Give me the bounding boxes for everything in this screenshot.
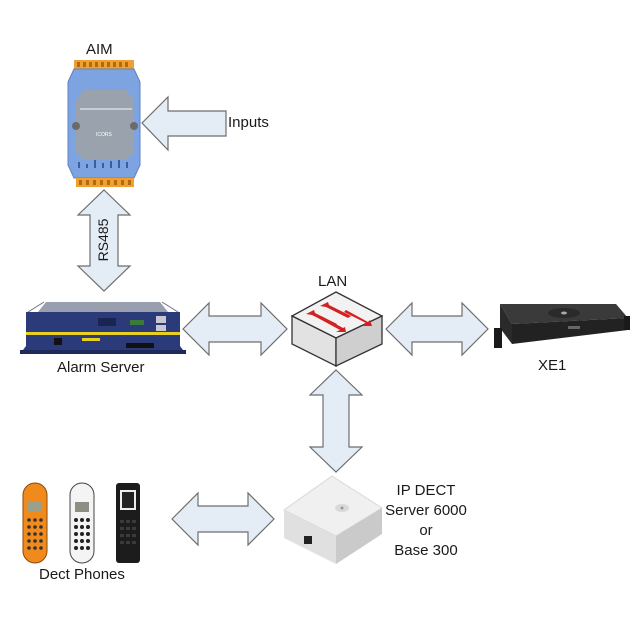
rs485-label: RS485	[95, 218, 111, 262]
ip-dect-label-line: Base 300	[394, 542, 458, 559]
server-lan-arrow	[182, 301, 288, 357]
alarm-server-label: Alarm Server	[57, 359, 145, 376]
lan-dect-arrow	[308, 369, 364, 473]
lan-xe1-arrow	[385, 301, 489, 357]
io-module-icon: ICORS	[67, 60, 141, 187]
ip-dect-label-line: IP DECT	[396, 482, 456, 499]
handset-icon	[22, 482, 140, 564]
inputs-arrow	[141, 95, 227, 152]
dect-base-station-icon	[283, 475, 383, 564]
ip-dect-label-line: Server 6000	[385, 502, 467, 519]
server-box-icon	[20, 301, 186, 354]
inputs-label: Inputs	[228, 114, 269, 131]
phones-dect-arrow	[171, 491, 275, 547]
rack-appliance-icon	[494, 304, 630, 348]
aim-label: AIM	[86, 41, 113, 58]
dect-phones-label: Dect Phones	[39, 566, 125, 583]
xe1-label: XE1	[538, 357, 567, 374]
rs485-arrow	[76, 189, 132, 292]
lan-label: LAN	[318, 273, 348, 290]
network-switch-icon	[290, 291, 384, 368]
svg-text:ICORS: ICORS	[96, 132, 113, 138]
ip-dect-label-line: or	[419, 522, 433, 539]
ip-dect-label: IP DECT Server 6000 or Base 300	[380, 481, 472, 561]
